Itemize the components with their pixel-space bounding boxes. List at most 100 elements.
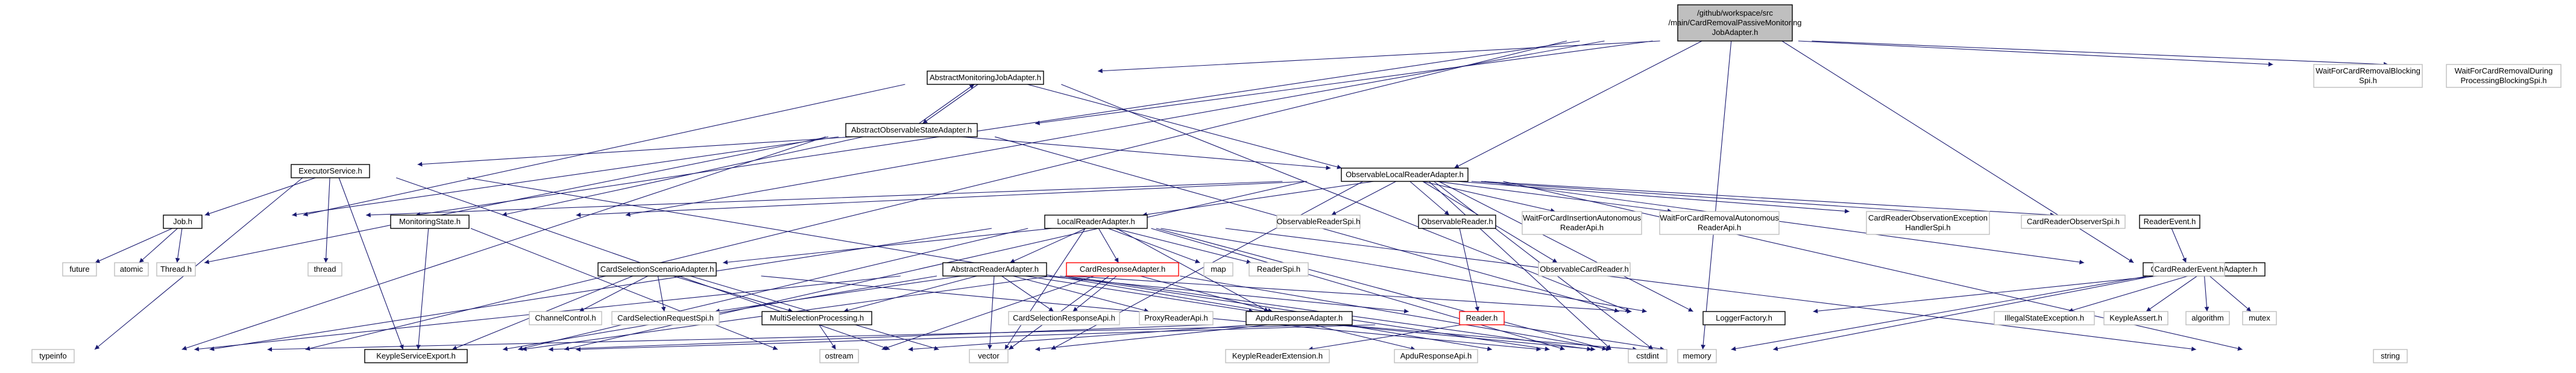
node-threadh[interactable]: Thread.h <box>156 262 196 277</box>
edge <box>548 324 1211 352</box>
node-future[interactable]: future <box>62 262 97 277</box>
node-re[interactable]: ReaderEvent.h <box>2139 215 2200 229</box>
node-csrspi[interactable]: CardSelectionRequestSpi.h <box>611 311 720 325</box>
edge <box>843 275 977 313</box>
edge-aosa-job <box>292 136 839 217</box>
node-string[interactable]: string <box>2373 349 2408 363</box>
node-ara[interactable]: AbstractReaderAdapter.h <box>942 262 1047 277</box>
node-wcia[interactable]: WaitForCardInsertionAutonomousReaderApi.… <box>1522 211 1642 235</box>
node-memory[interactable]: memory <box>1677 349 1717 363</box>
node-map[interactable]: map <box>1203 262 1233 277</box>
node-box <box>597 262 717 277</box>
edge-lra-map <box>1108 228 1200 263</box>
edge <box>1308 324 1462 351</box>
edge <box>1108 228 1200 263</box>
node-box <box>761 311 872 325</box>
edge-reader-typeinfo <box>267 324 1340 352</box>
node-ostream[interactable]: ostream <box>819 349 859 363</box>
node-apduapi[interactable]: ApduResponseApi.h <box>1394 349 1478 363</box>
node-rspi[interactable]: ReaderSpi.h <box>1249 262 1309 277</box>
edge <box>1453 40 1702 169</box>
node-atomic[interactable]: atomic <box>114 262 149 277</box>
edge <box>1116 228 1269 312</box>
node-vector[interactable]: vector <box>969 349 1009 363</box>
node-box <box>2446 64 2562 88</box>
node-box <box>611 311 720 325</box>
node-croeh[interactable]: CardReaderObservationExceptionHandlerSpi… <box>1866 211 1990 235</box>
node-amja[interactable]: AbstractMonitoringJobAdapter.h <box>927 71 1044 85</box>
node-box <box>2139 215 2200 229</box>
node-box <box>1459 311 1505 325</box>
edge-apdura-kse <box>548 324 1211 352</box>
node-label: cstdint <box>1636 351 1659 360</box>
node-kse[interactable]: KeypleServiceExport.h <box>364 349 468 363</box>
node-es[interactable]: ExecutorService.h <box>291 164 370 178</box>
edge-ms-kse <box>416 228 429 350</box>
node-ise[interactable]: IllegalStateException.h <box>1994 311 2095 325</box>
node-label: ObservableReader.h <box>1421 217 1493 226</box>
node-msp[interactable]: MultiSelectionProcessing.h <box>761 311 872 325</box>
edge <box>175 228 183 263</box>
node-lra[interactable]: LocalReaderAdapter.h <box>1044 215 1148 229</box>
node-job[interactable]: Job.h <box>163 215 203 229</box>
node-orspi[interactable]: ObservableReaderSpi.h <box>1276 215 1361 229</box>
node-apdura[interactable]: ApduResponseAdapter.h <box>1245 311 1353 325</box>
node-orh[interactable]: ObservableReader.h <box>1418 215 1496 229</box>
node-label: ObservableReaderSpi.h <box>1277 217 1361 226</box>
node-label: ReaderSpi.h <box>1257 265 1300 274</box>
edge <box>416 228 429 350</box>
edge-reader-kse <box>576 324 1376 352</box>
node-box <box>163 215 203 229</box>
node-ms[interactable]: MonitoringState.h <box>390 215 470 229</box>
edge <box>181 136 826 351</box>
node-wcrdp[interactable]: WaitForCardRemovalDuringProcessingBlocki… <box>2446 64 2562 88</box>
edge <box>1484 181 2085 265</box>
node-layer: /github/workspace/src/main/CardRemovalPa… <box>31 4 2562 363</box>
node-box <box>1276 215 1361 229</box>
node-cstdint[interactable]: cstdint <box>1628 349 1667 363</box>
node-label: AbstractObservableStateAdapter.h <box>851 125 972 134</box>
node-label: ExecutorService.h <box>298 166 362 175</box>
node-box <box>364 349 468 363</box>
edge-msp-ostream <box>819 324 836 350</box>
node-pra[interactable]: ProxyReaderApi.h <box>1139 311 1214 325</box>
node-cssa[interactable]: CardSelectionScenarioAdapter.h <box>597 262 717 277</box>
edge <box>908 324 1253 352</box>
node-box <box>1139 311 1214 325</box>
node-crospi[interactable]: CardReaderObserverSpi.h <box>2021 215 2126 229</box>
node-ka[interactable]: KeypleAssert.h <box>2103 311 2168 325</box>
edge-job-future <box>95 228 173 263</box>
edge <box>1331 181 1396 216</box>
node-label: ApduResponseAdapter.h <box>1256 313 1343 322</box>
node-box <box>1702 311 1786 325</box>
edge-amja-lf <box>1061 84 1631 312</box>
node-mutex[interactable]: mutex <box>2242 311 2277 325</box>
node-thread[interactable]: thread <box>307 262 342 277</box>
edge <box>1436 181 1672 213</box>
node-typeinfo[interactable]: typeinfo <box>31 349 75 363</box>
node-cre[interactable]: CardReaderEvent.h <box>2153 262 2225 277</box>
edge-root-ms <box>625 40 1605 217</box>
edge-ara-pra <box>1012 275 1149 313</box>
node-root[interactable]: /github/workspace/src/main/CardRemovalPa… <box>1668 4 1802 42</box>
edge <box>139 228 178 263</box>
edge-apdura-ostream <box>908 324 1253 352</box>
node-olra[interactable]: ObservableLocalReaderAdapter.h <box>1341 168 1469 182</box>
node-box <box>1994 311 2095 325</box>
node-cra[interactable]: CardResponseAdapter.h <box>1066 262 1179 277</box>
node-reader[interactable]: Reader.h <box>1459 311 1505 325</box>
edge-es-typeinfo <box>94 177 303 350</box>
node-lf[interactable]: LoggerFactory.h <box>1702 311 1786 325</box>
node-aosa[interactable]: AbstractObservableStateAdapter.h <box>845 123 978 137</box>
node-cc[interactable]: ChannelControl.h <box>529 311 602 325</box>
node-algo[interactable]: algorithm <box>2185 311 2230 325</box>
edge-cra-ostream <box>881 275 1095 351</box>
edge <box>1471 181 1973 218</box>
node-label: thread <box>314 265 336 274</box>
node-csra[interactable]: CardSelectionResponseApi.h <box>1008 311 1120 325</box>
node-ocr[interactable]: ObservableCardReader.h <box>1538 262 1631 277</box>
edge <box>2209 275 2252 312</box>
node-kre[interactable]: KeypleReaderExtension.h <box>1225 349 1330 363</box>
